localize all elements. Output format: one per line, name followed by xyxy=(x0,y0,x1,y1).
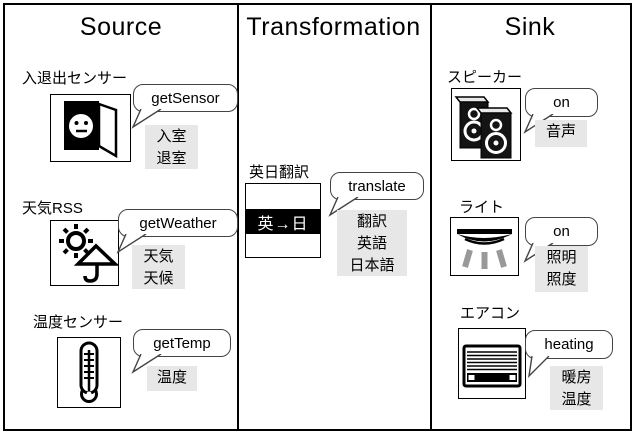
translate-icon: 英→日 xyxy=(246,209,320,234)
light-icon xyxy=(451,219,518,274)
heating-bubble: heating xyxy=(525,330,613,378)
entry-exit-sensor-box xyxy=(50,94,131,162)
weather-icon xyxy=(51,222,118,284)
light-box xyxy=(450,217,519,276)
column-divider-1 xyxy=(237,5,239,429)
source-column-header: Source xyxy=(79,13,163,41)
temperature-sensor-box xyxy=(57,337,121,408)
light-tags: 照明 照度 xyxy=(535,246,588,292)
weather-rss-label: 天気RSS xyxy=(22,200,83,217)
thermometer-icon xyxy=(58,339,120,406)
get-temp-operation: getTemp xyxy=(153,334,211,352)
aircon-box xyxy=(458,328,526,399)
translation-label: 英日翻訳 xyxy=(249,164,310,181)
tag-english: 英語 xyxy=(356,235,387,252)
light-on-bubble: on xyxy=(523,217,598,263)
transformation-column-header: Transformation xyxy=(246,13,421,41)
speaker-box xyxy=(451,88,521,161)
translation-box: 英→日 xyxy=(245,183,321,258)
temperature-sensor-tags: 温度 xyxy=(147,366,197,391)
tag-lighting: 照明 xyxy=(546,249,577,266)
get-weather-bubble: getWeather xyxy=(116,209,238,254)
tag-enter: 入室 xyxy=(156,128,187,145)
get-sensor-bubble: getSensor xyxy=(131,84,238,129)
tag-weather: 天気 xyxy=(143,248,174,265)
light-on-operation: on xyxy=(553,223,570,240)
speaker-on-operation: on xyxy=(553,94,570,111)
heating-operation: heating xyxy=(544,336,594,353)
tag-heating: 暖房 xyxy=(561,369,592,386)
get-sensor-operation: getSensor xyxy=(151,89,220,107)
translate-operation: translate xyxy=(348,177,406,195)
tag-temperature: 温度 xyxy=(561,391,592,408)
diagram-frame: Source Transformation Sink 入退出センサー getSe… xyxy=(3,3,632,431)
weather-rss-tags: 天気 天候 xyxy=(132,245,185,289)
door-sensor-icon xyxy=(51,96,130,160)
speaker-icon xyxy=(452,90,520,159)
get-temp-bubble: getTemp xyxy=(131,329,231,374)
tag-japanese: 日本語 xyxy=(349,257,395,274)
speaker-on-bubble: on xyxy=(523,88,598,134)
speaker-label: スピーカー xyxy=(447,69,523,86)
column-divider-2 xyxy=(430,5,432,429)
temperature-sensor-label: 温度センサー xyxy=(33,314,124,331)
light-label: ライト xyxy=(459,199,505,216)
tag-temperature: 温度 xyxy=(156,369,187,386)
entry-exit-sensor-tags: 入室 退室 xyxy=(145,125,198,169)
tag-exit: 退室 xyxy=(156,150,187,167)
speaker-tags: 音声 xyxy=(535,120,587,147)
aircon-label: エアコン xyxy=(460,305,521,322)
tag-climate: 天候 xyxy=(143,270,174,287)
translation-tags: 翻訳 英語 日本語 xyxy=(337,210,407,276)
aircon-tags: 暖房 温度 xyxy=(550,366,603,410)
aircon-icon xyxy=(459,330,525,397)
tag-translation: 翻訳 xyxy=(356,213,387,230)
sink-column-header: Sink xyxy=(504,13,556,41)
entry-exit-sensor-label: 入退出センサー xyxy=(22,70,128,87)
tag-audio: 音声 xyxy=(545,123,576,140)
translate-bubble: translate xyxy=(328,172,424,217)
tag-illuminance: 照度 xyxy=(546,271,577,288)
get-weather-operation: getWeather xyxy=(139,214,217,232)
weather-rss-box xyxy=(50,220,119,286)
